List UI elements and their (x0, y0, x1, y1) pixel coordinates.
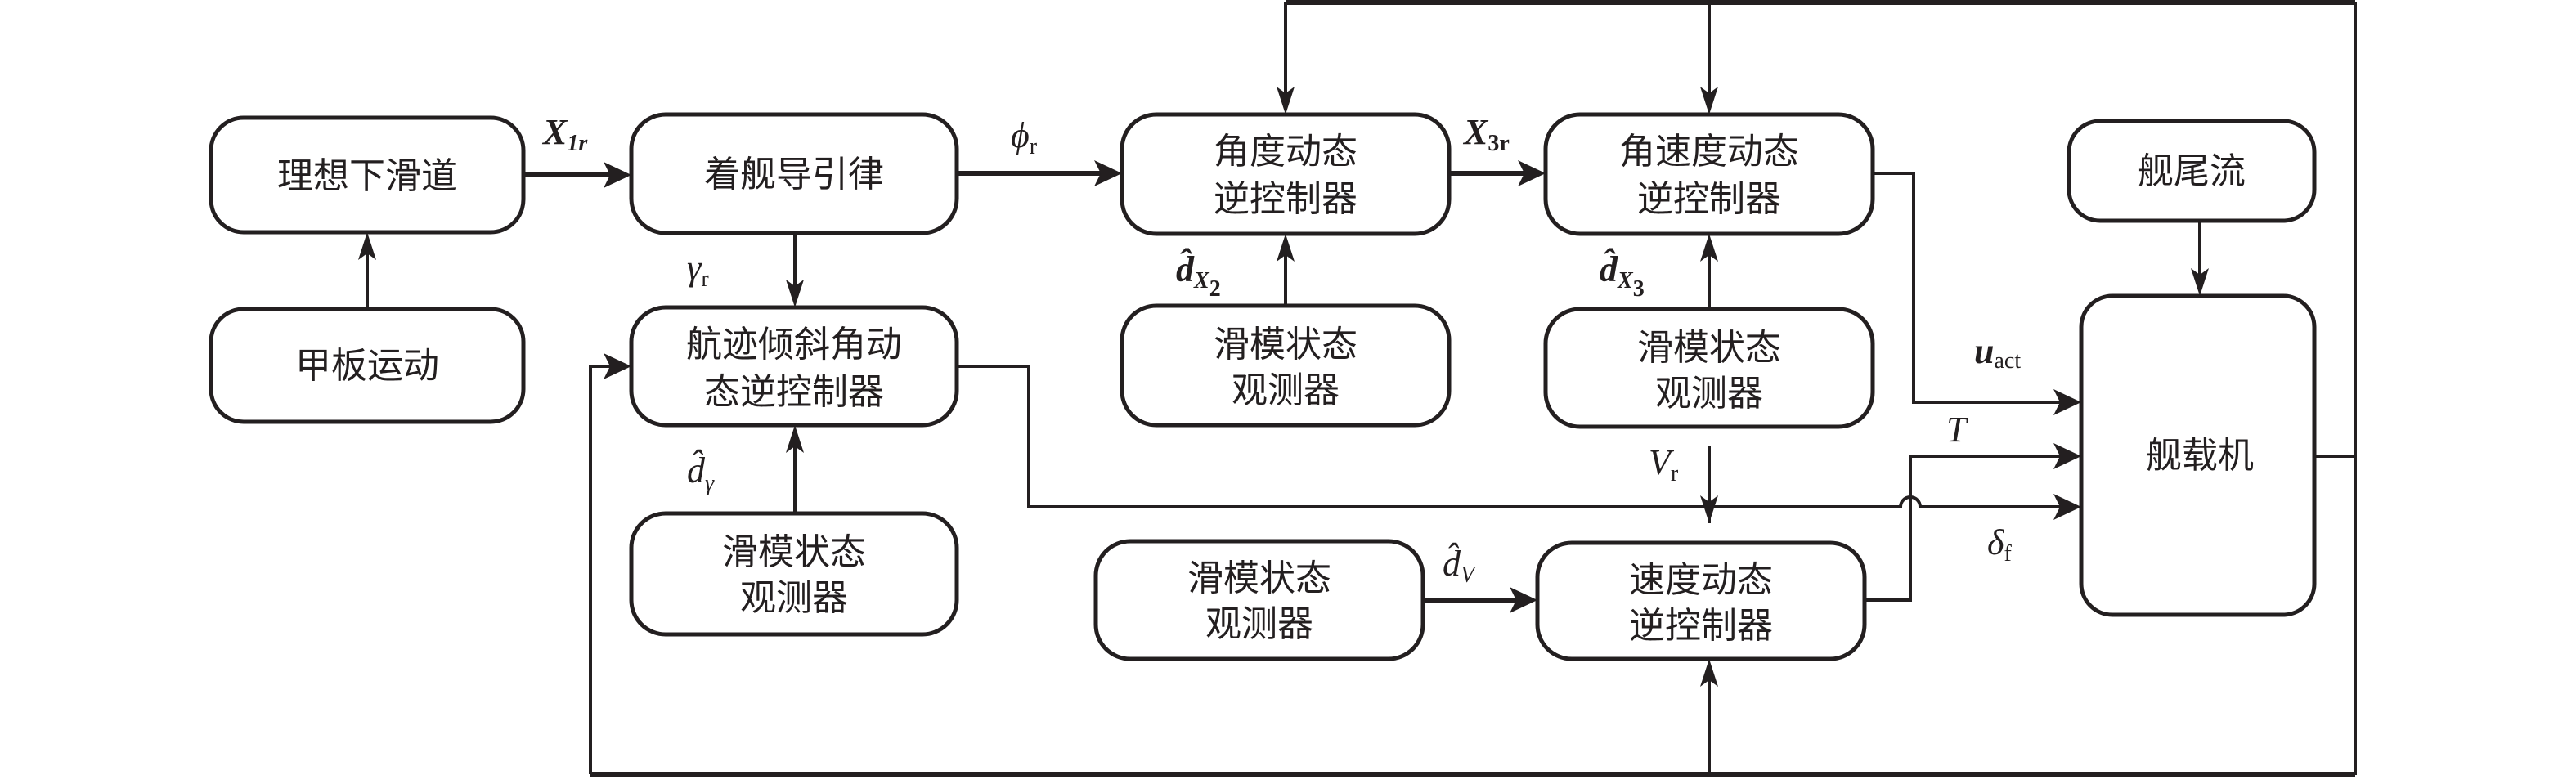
wire-feedback-to-flightpath (589, 365, 615, 774)
arrowhead (1700, 234, 1718, 262)
wire-u-act (1873, 172, 2065, 404)
signal-label-phi-r: ϕr (1011, 115, 1038, 159)
arrowhead (1700, 495, 1718, 523)
block-deck-motion: 甲板运动 (209, 307, 526, 424)
arrowhead (2053, 389, 2081, 415)
block-label: 理想下滑道 (277, 155, 457, 197)
arrowhead (604, 162, 631, 188)
block-label: 滑模状态 (1187, 558, 1331, 599)
arrowhead (2191, 268, 2209, 296)
signal-label-d-gamma: d̂γ (687, 450, 715, 496)
block-smo-gamma: 滑模状态 观测器 (629, 511, 959, 637)
arrowhead (1094, 160, 1122, 186)
block-smo-x3: 滑模状态 观测器 (1543, 307, 1875, 429)
block-speed-ndi: 速度动态 逆控制器 (1535, 540, 1867, 661)
arrowhead (2053, 443, 2081, 469)
arrowhead (786, 425, 804, 453)
block-label: 舰尾流 (2138, 150, 2246, 192)
block-label: 滑模状态 (1637, 327, 1781, 369)
arrowhead (358, 232, 376, 260)
block-label: 舰载机 (2146, 435, 2254, 477)
arrowhead (2053, 494, 2081, 520)
arrowhead (604, 353, 631, 379)
block-label: 航迹倾斜角动 (686, 324, 902, 365)
block-label: 态逆控制器 (704, 371, 884, 413)
block-ideal-glideslope: 理想下滑道 (209, 115, 526, 235)
block-label: 角度动态 (1214, 131, 1358, 172)
block-label: 速度动态 (1629, 559, 1773, 601)
block-label: 滑模状态 (722, 531, 866, 573)
block-label: 观测器 (1232, 370, 1340, 411)
block-label: 观测器 (740, 577, 848, 619)
block-guidance-law: 着舰导引律 (629, 112, 959, 235)
signal-label-d-x3: d̂X3 (1600, 249, 1645, 302)
wire-delta-f (957, 365, 2065, 508)
block-smo-v: 滑模状态 观测器 (1093, 539, 1425, 661)
arrowhead (786, 280, 804, 307)
block-label: 逆控制器 (1629, 605, 1773, 647)
block-label: 观测器 (1205, 603, 1313, 645)
signal-label-delta-f: δf (1987, 522, 2012, 567)
block-label: 甲板运动 (295, 345, 439, 387)
block-smo-x2: 滑模状态 观测器 (1120, 303, 1452, 428)
signal-label-x3r: X3r (1462, 112, 1510, 156)
signal-label-x1r: X1r (541, 112, 588, 156)
block-carrier-airwake: 舰尾流 (2067, 119, 2317, 223)
block-label: 角速度动态 (1619, 131, 1799, 172)
signal-label-d-x2: d̂X2 (1176, 249, 1221, 302)
signal-label-thrust: T (1946, 410, 1969, 450)
arrowhead (1700, 659, 1718, 687)
signal-label-gamma-r: γr (687, 248, 709, 292)
arrowhead (1510, 587, 1537, 613)
block-angle-ndi: 角度动态 逆控制器 (1120, 112, 1452, 236)
signal-label-v-r: Vr (1649, 442, 1679, 486)
block-label: 观测器 (1655, 373, 1763, 414)
arrowhead (1277, 87, 1295, 114)
signal-label-d-v: d̂V (1443, 543, 1477, 588)
arrowhead (1518, 160, 1546, 186)
block-angular-rate-ndi: 角速度动态 逆控制器 (1543, 112, 1875, 236)
arrowhead (1277, 234, 1295, 262)
block-label: 逆控制器 (1214, 178, 1358, 220)
block-label: 逆控制器 (1637, 178, 1781, 220)
signal-label-u-act: uact (1974, 331, 2021, 374)
block-aircraft: 舰载机 (2079, 293, 2317, 617)
block-flight-path-ndi: 航迹倾斜角动 态逆控制器 (629, 305, 959, 428)
block-label: 着舰导引律 (704, 154, 884, 195)
arrowhead (1700, 87, 1718, 114)
block-label: 滑模状态 (1214, 324, 1358, 365)
wire-thrust (1865, 455, 2065, 602)
